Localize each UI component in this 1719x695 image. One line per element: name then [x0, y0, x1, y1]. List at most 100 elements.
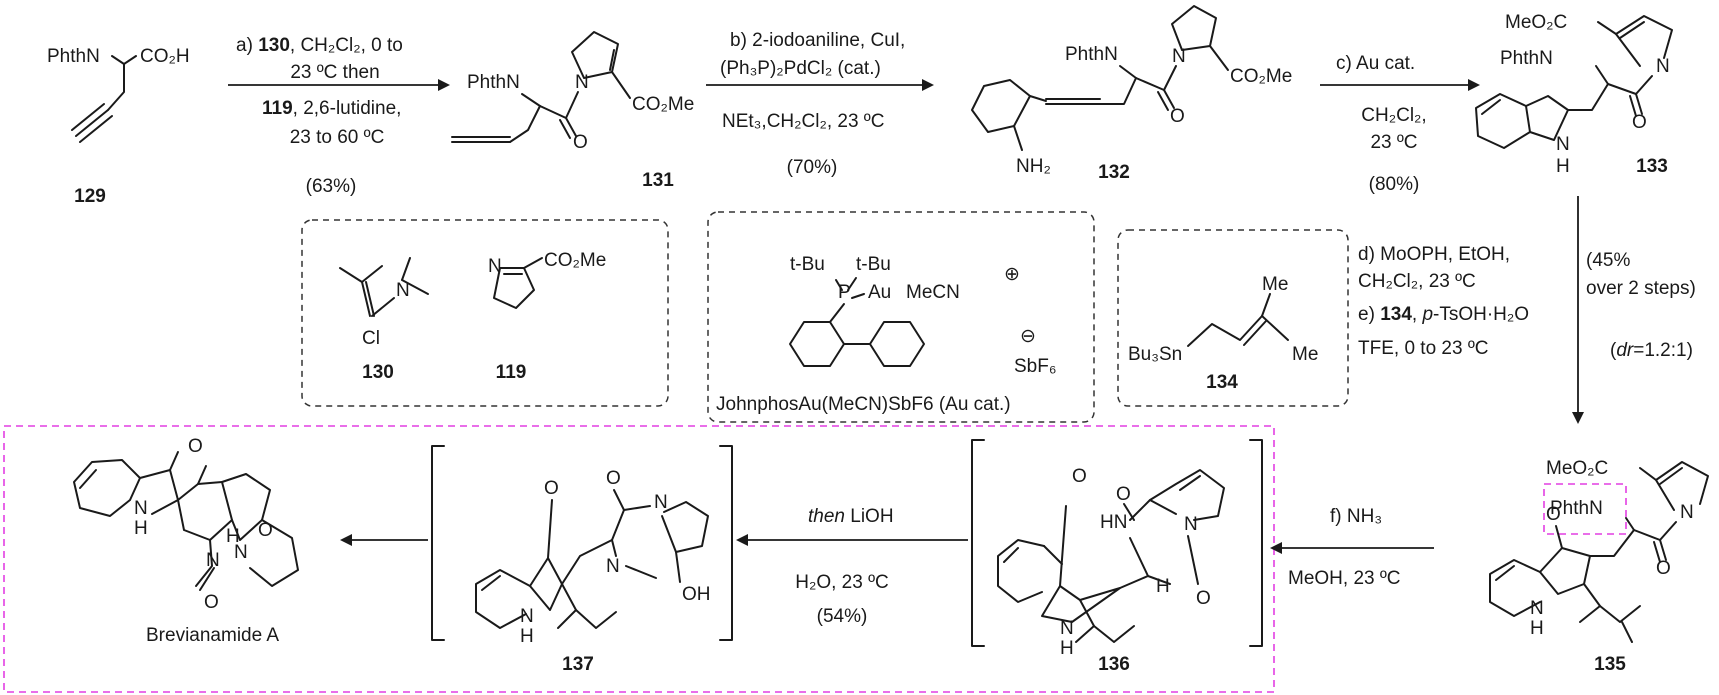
svg-text:O: O: [258, 520, 273, 541]
svg-text:(54%): (54%): [817, 606, 868, 627]
svg-text:O: O: [1546, 504, 1561, 525]
svg-text:H: H: [134, 518, 148, 539]
svg-text:23 ºC: 23 ºC: [1370, 132, 1417, 153]
svg-text:N: N: [1060, 618, 1074, 639]
compound-136: O O HN N H O N H 136: [971, 439, 1263, 675]
svg-text:CH₂Cl₂,: CH₂Cl₂,: [1361, 105, 1426, 126]
svg-text:N: N: [1184, 514, 1198, 535]
svg-text:O: O: [204, 592, 219, 613]
svg-text:O: O: [1632, 112, 1647, 133]
svg-text:(dr=1.2:1): (dr=1.2:1): [1610, 340, 1693, 361]
svg-text:NEt₃,CH₂Cl₂, 23 ºC: NEt₃,CH₂Cl₂, 23 ºC: [722, 111, 884, 132]
svg-text:⊕: ⊕: [1004, 264, 1020, 285]
compound-137: O O N N OH N H 137: [431, 445, 733, 675]
svg-text:137: 137: [562, 654, 594, 675]
svg-text:HN: HN: [1100, 512, 1127, 533]
compound-135: MeO₂C PhthN N O O N H 135: [1489, 458, 1709, 675]
final-arrow: [340, 534, 428, 546]
svg-text:t-Bu: t-Bu: [856, 254, 891, 275]
svg-text:Me: Me: [1292, 344, 1318, 365]
svg-text:over 2 steps): over 2 steps): [1586, 278, 1696, 299]
svg-text:CH₂Cl₂, 23 ºC: CH₂Cl₂, 23 ºC: [1358, 271, 1476, 292]
svg-text:O: O: [1072, 466, 1087, 487]
svg-text:H: H: [1556, 156, 1570, 177]
svg-text:(Ph₃P)₂PdCl₂ (cat.): (Ph₃P)₂PdCl₂ (cat.): [720, 58, 881, 79]
phthn-highlight: [1543, 483, 1627, 535]
svg-text:f) NH₃: f) NH₃: [1330, 506, 1382, 527]
svg-text:SbF₆: SbF₆: [1014, 356, 1057, 377]
step-b-conditions: b) 2-iodoaniline, CuI, (Ph₃P)₂PdCl₂ (cat…: [706, 30, 934, 178]
svg-text:O: O: [1170, 106, 1185, 127]
svg-text:119: 119: [496, 362, 527, 383]
compound-129: PhthN CO₂H 129: [47, 46, 190, 207]
svg-text:N: N: [1530, 598, 1544, 619]
step-c-conditions: c) Au cat. CH₂Cl₂, 23 ºC (80%): [1320, 53, 1480, 195]
svg-text:TFE, 0 to 23 ºC: TFE, 0 to 23 ºC: [1358, 338, 1489, 359]
svg-text:136: 136: [1098, 654, 1130, 675]
svg-text:Bu₃Sn: Bu₃Sn: [1128, 344, 1182, 365]
svg-text:e) 134, p-TsOH·H₂O: e) 134, p-TsOH·H₂O: [1358, 304, 1529, 325]
svg-text:N: N: [1656, 56, 1670, 77]
step-de-conditions: d) MoOPH, EtOH, CH₂Cl₂, 23 ºC e) 134, p-…: [1358, 196, 1696, 424]
svg-text:O: O: [1196, 588, 1211, 609]
brevianamide-a: O O N N H O N H Brevianamide A: [73, 436, 299, 646]
svg-text:N: N: [234, 542, 248, 563]
svg-text:134: 134: [1206, 372, 1238, 393]
compound-131: PhthN CO₂Me N O 131: [451, 31, 694, 191]
svg-text:b) 2-iodoaniline, CuI,: b) 2-iodoaniline, CuI,: [730, 30, 905, 51]
svg-text:CO₂Me: CO₂Me: [632, 94, 694, 115]
svg-text:N: N: [396, 280, 410, 301]
svg-text:Cl: Cl: [362, 328, 380, 349]
svg-text:N: N: [1680, 502, 1694, 523]
svg-text:(63%): (63%): [306, 176, 357, 197]
acid-label: CO₂H: [140, 46, 190, 67]
svg-text:132: 132: [1098, 162, 1130, 183]
reagent-box-134: Bu₃Sn Me Me 134: [1117, 229, 1349, 407]
svg-text:MeO₂C: MeO₂C: [1546, 458, 1608, 479]
svg-text:119, 2,6-lutidine,: 119, 2,6-lutidine,: [262, 98, 401, 119]
phthn-label: PhthN: [47, 46, 100, 67]
svg-text:N: N: [134, 498, 148, 519]
svg-text:JohnphosAu(MeCN)SbF6 (Au cat.): JohnphosAu(MeCN)SbF6 (Au cat.): [716, 394, 1011, 415]
step-a-conditions: a) 130, CH₂Cl₂, 0 to 23 ºC then 119, 2,6…: [228, 35, 450, 197]
svg-text:N: N: [654, 492, 668, 513]
svg-text:N: N: [1556, 134, 1570, 155]
svg-text:(70%): (70%): [787, 157, 838, 178]
svg-text:MeCN: MeCN: [906, 282, 960, 303]
svg-text:130: 130: [362, 362, 394, 383]
svg-text:⊖: ⊖: [1020, 326, 1036, 347]
svg-text:(45%: (45%: [1586, 250, 1630, 271]
svg-text:O: O: [544, 478, 559, 499]
svg-text:PhthN: PhthN: [1500, 48, 1553, 69]
svg-text:O: O: [1116, 484, 1131, 505]
svg-text:N: N: [520, 606, 534, 627]
svg-text:23 ºC then: 23 ºC then: [290, 62, 379, 83]
svg-text:a) 130, CH₂Cl₂, 0 to: a) 130, CH₂Cl₂, 0 to: [236, 35, 403, 56]
svg-text:O: O: [188, 436, 203, 457]
catalyst-box: t-Bu t-Bu P Au MeCN ⊕ ⊖ SbF₆ JohnphosAu(…: [707, 211, 1095, 423]
svg-text:131: 131: [642, 170, 674, 191]
svg-text:t-Bu: t-Bu: [790, 254, 825, 275]
svg-text:NH₂: NH₂: [1016, 156, 1051, 177]
compound-132: PhthN CO₂Me N O NH₂ 132: [971, 5, 1292, 183]
svg-text:H: H: [520, 626, 534, 647]
svg-text:H: H: [1530, 618, 1544, 639]
svg-text:O: O: [1656, 558, 1671, 579]
svg-text:Brevianamide A: Brevianamide A: [146, 625, 279, 646]
svg-text:d) MoOPH, EtOH,: d) MoOPH, EtOH,: [1358, 244, 1510, 265]
compound-133: MeO₂C PhthN N O N H 133: [1475, 12, 1673, 177]
step-g-conditions: then LiOH H₂O, 23 ºC (54%): [736, 506, 968, 627]
svg-text:c) Au cat.: c) Au cat.: [1336, 53, 1415, 74]
svg-text:23 to 60 ºC: 23 to 60 ºC: [290, 127, 385, 148]
svg-text:N: N: [606, 556, 620, 577]
svg-text:MeOH, 23 ºC: MeOH, 23 ºC: [1288, 568, 1401, 589]
svg-text:PhthN: PhthN: [1065, 44, 1118, 65]
svg-text:MeO₂C: MeO₂C: [1505, 12, 1567, 33]
svg-text:then LiOH: then LiOH: [808, 506, 894, 527]
svg-text:H: H: [226, 526, 240, 547]
svg-text:H: H: [1060, 638, 1074, 659]
svg-text:H₂O, 23 ºC: H₂O, 23 ºC: [795, 572, 889, 593]
svg-text:O: O: [606, 468, 621, 489]
step-f-conditions: f) NH₃ MeOH, 23 ºC: [1270, 506, 1434, 589]
